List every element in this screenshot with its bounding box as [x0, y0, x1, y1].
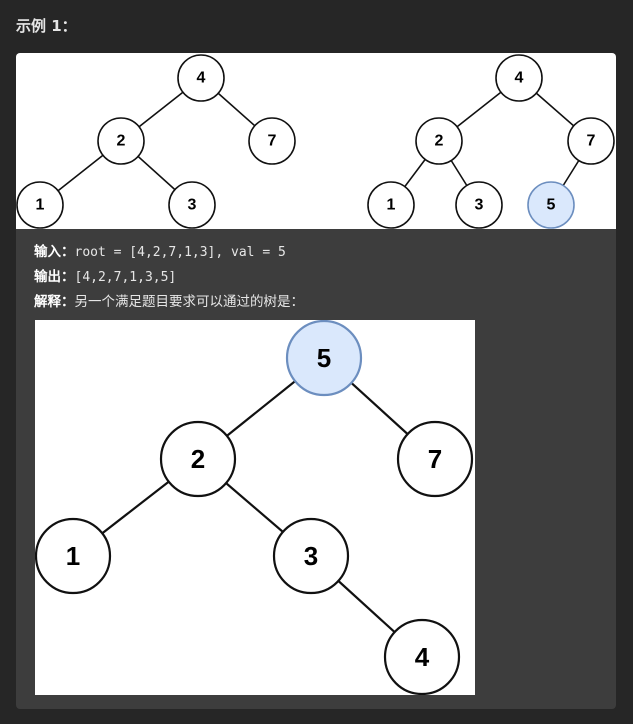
svg-text:1: 1 [66, 541, 80, 571]
svg-text:1: 1 [387, 197, 396, 214]
input-line: 输入：root = [4,2,7,1,3], val = 5 [34, 240, 304, 265]
svg-text:4: 4 [197, 70, 206, 87]
explanation-line: 解释：另一个满足题目要求可以通过的树是： [34, 290, 304, 314]
example-box: 4 2 7 1 3 [16, 53, 616, 709]
svg-text:7: 7 [268, 133, 277, 150]
input-label: 输入： [34, 244, 75, 260]
svg-text:1: 1 [36, 197, 45, 214]
insert-diagram: 4 2 7 1 3 [16, 53, 616, 229]
tree-node: 7 [567, 117, 615, 165]
tree-node: 4 [177, 54, 225, 102]
svg-text:7: 7 [587, 133, 596, 150]
svg-text:2: 2 [117, 133, 126, 150]
svg-text:3: 3 [304, 541, 318, 571]
svg-text:4: 4 [515, 70, 524, 87]
svg-text:5: 5 [547, 197, 556, 214]
svg-text:7: 7 [428, 444, 442, 474]
tree-node: 2 [97, 117, 145, 165]
tree-after: 4 2 7 1 3 [367, 54, 615, 229]
alternative-tree-svg: 5 2 7 1 3 4 [35, 320, 474, 695]
tree-before: 4 2 7 1 3 [16, 54, 296, 229]
tree-node: 4 [495, 54, 543, 102]
tree-node-highlighted: 5 [527, 181, 575, 229]
svg-text:4: 4 [415, 642, 430, 672]
tree-node: 3 [455, 181, 503, 229]
tree-node: 7 [396, 420, 474, 498]
explanation-text: 另一个满足题目要求可以通过的树是： [74, 294, 305, 310]
tree-node: 7 [248, 117, 296, 165]
svg-text:5: 5 [317, 343, 331, 373]
output-label: 输出： [34, 269, 75, 285]
tree-node: 1 [35, 517, 112, 595]
tree-node: 1 [16, 181, 64, 229]
tree-node: 3 [168, 181, 216, 229]
insert-diagram-svg: 4 2 7 1 3 [16, 54, 615, 229]
tree-node: 1 [367, 181, 415, 229]
output-line: 输出：[4,2,7,1,3,5] [34, 265, 304, 290]
input-value: root = [4,2,7,1,3], val = 5 [74, 245, 286, 260]
example-title: 示例 1： [16, 17, 77, 35]
tree-node: 2 [415, 117, 463, 165]
svg-text:2: 2 [435, 133, 444, 150]
svg-text:2: 2 [191, 444, 205, 474]
example-text: 输入：root = [4,2,7,1,3], val = 5 输出：[4,2,7… [34, 240, 304, 314]
output-value: [4,2,7,1,3,5] [74, 270, 177, 285]
tree-node: 3 [272, 517, 350, 595]
svg-text:3: 3 [188, 197, 197, 214]
svg-text:3: 3 [475, 197, 484, 214]
tree-node: 4 [383, 618, 461, 695]
tree-node-highlighted: 5 [285, 320, 363, 397]
alternative-tree-diagram: 5 2 7 1 3 4 [35, 320, 475, 695]
tree-node: 2 [159, 420, 237, 498]
explanation-label: 解释： [34, 294, 75, 310]
